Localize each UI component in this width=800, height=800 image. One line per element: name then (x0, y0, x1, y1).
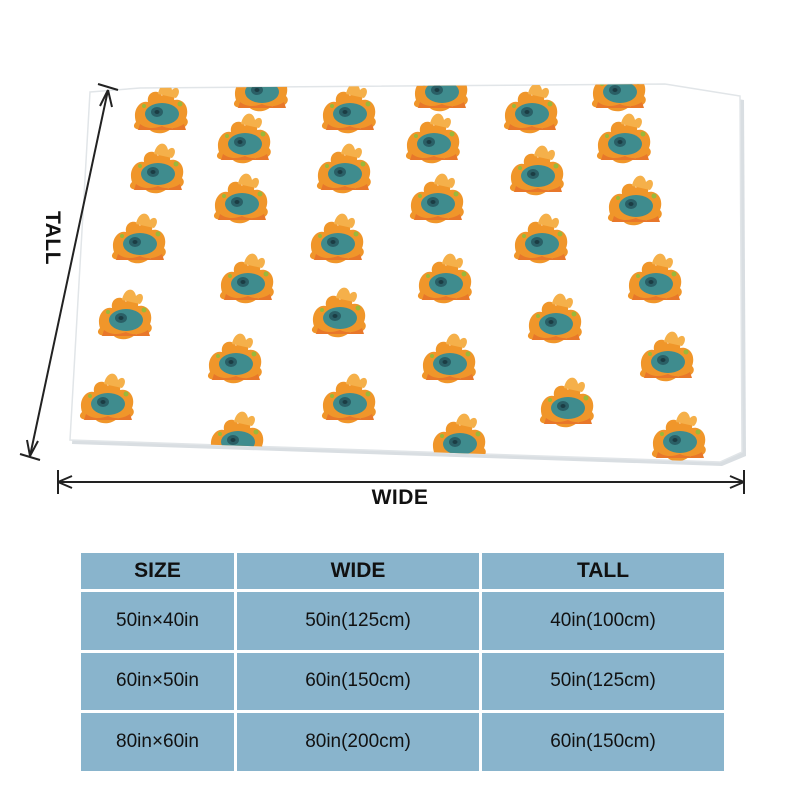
wide-arrow (57, 470, 745, 494)
cell-size: 80in×60in (81, 713, 234, 771)
wide-label: WIDE (371, 486, 429, 509)
cell-wide: 50in(125cm) (237, 592, 479, 650)
cell-tall: 40in(100cm) (482, 592, 724, 650)
blanket-figure (19, 83, 746, 494)
table-row: 60in×50in 60in(150cm) 50in(125cm) (81, 652, 724, 711)
cell-tall: 60in(150cm) (482, 713, 724, 771)
cell-wide: 60in(150cm) (237, 652, 479, 711)
tall-arrow (19, 83, 119, 461)
table-row: 50in×40in 50in(125cm) 40in(100cm) (81, 592, 724, 650)
cell-wide: 80in(200cm) (237, 713, 479, 771)
header-size: SIZE (81, 553, 234, 589)
header-wide: WIDE (237, 553, 479, 589)
size-table: SIZE WIDE TALL 50in×40in 50in(125cm) 40i… (78, 550, 727, 774)
tall-label: TALL (41, 210, 64, 266)
cell-size: 60in×50in (81, 652, 234, 711)
table-header-row: SIZE WIDE TALL (81, 553, 724, 589)
table-row: 80in×60in 80in(200cm) 60in(150cm) (81, 713, 724, 771)
cell-size: 50in×40in (81, 592, 234, 650)
header-tall: TALL (482, 553, 724, 589)
cell-tall: 50in(125cm) (482, 652, 724, 711)
